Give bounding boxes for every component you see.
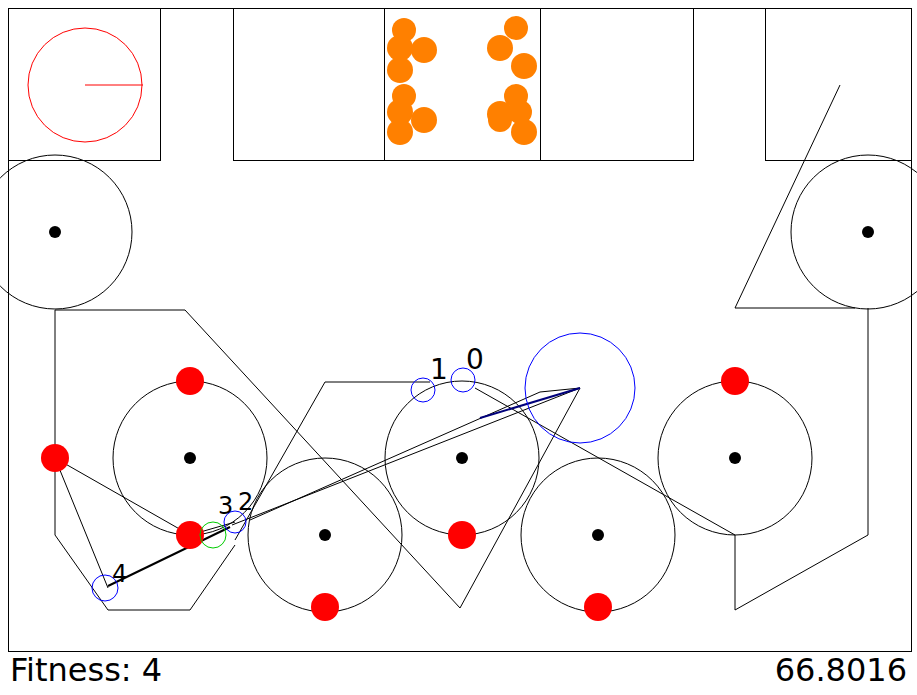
- arena-border: [9, 9, 912, 652]
- time-readout: 66.8016: [775, 654, 907, 686]
- agent-number: 3: [218, 494, 233, 518]
- agent-number: 2: [238, 490, 253, 514]
- agent-number: 0: [466, 346, 484, 374]
- top-box: [9, 9, 161, 161]
- fitness-score: Fitness: 4: [10, 654, 162, 686]
- agent-number: 4: [112, 562, 127, 586]
- top-box: [766, 9, 912, 161]
- agent-number: 1: [430, 356, 448, 384]
- top-box: [234, 9, 694, 161]
